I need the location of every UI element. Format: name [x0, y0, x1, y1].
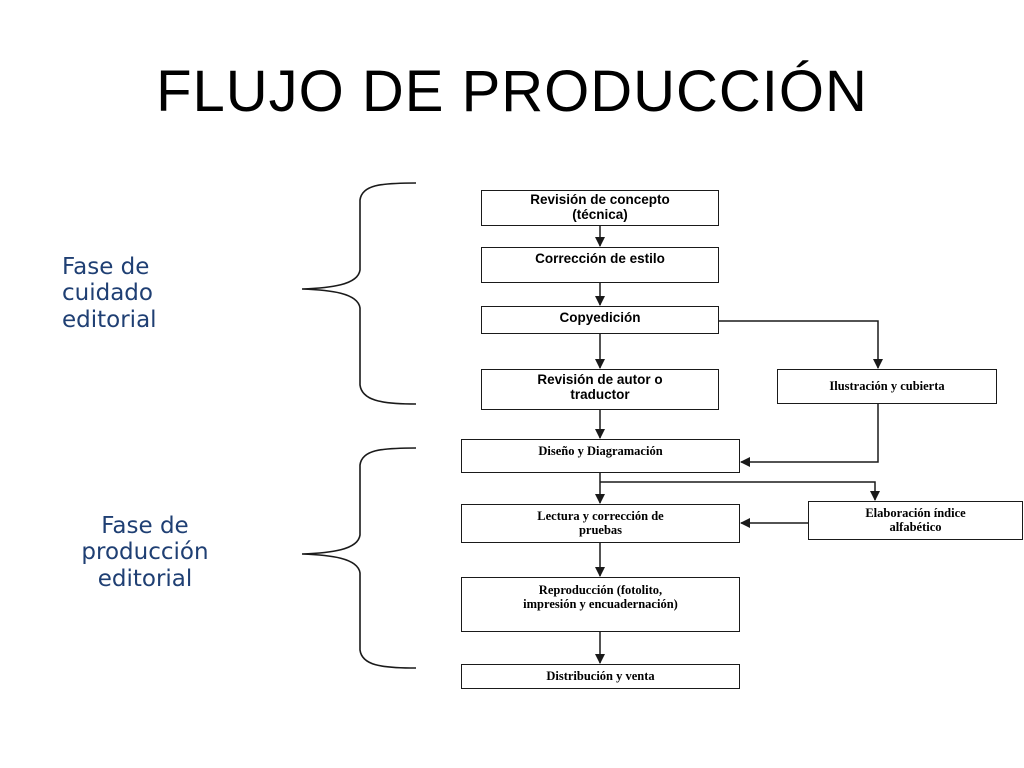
- phase-label-line: editorial: [62, 306, 157, 333]
- step-reproduccion: Reproducción (fotolito, impresión y encu…: [461, 577, 740, 632]
- phase-label-line: cuidado: [62, 280, 153, 307]
- step-lectura-correccion: Lectura y corrección de pruebas: [461, 504, 740, 543]
- step-text-line: pruebas: [578, 522, 623, 537]
- step-text-line: Elaboración índice: [865, 505, 966, 520]
- step-text-line: Distribución y venta: [546, 668, 655, 683]
- step-text-line: Diseño y Diagramación: [538, 444, 663, 458]
- brace-editorial-care: [301, 182, 417, 405]
- step-diseno-diagramacion: Diseño y Diagramación: [461, 439, 740, 473]
- step-ilustracion-cubierta: Ilustración y cubierta: [777, 369, 997, 404]
- arrow-copyedicion-ilustracion: [719, 320, 883, 369]
- step-text-line: Copyedición: [559, 310, 641, 325]
- step-text-line: Ilustración y cubierta: [829, 378, 945, 393]
- phase-label-editorial-care: Fase de cuidado editorial: [62, 254, 157, 333]
- step-correccion-estilo: Corrección de estilo: [481, 247, 719, 283]
- step-text-line: traductor: [570, 386, 630, 402]
- phase-label-line: editorial: [97, 565, 193, 592]
- step-indice-alfabetico: Elaboración índice alfabético: [808, 501, 1023, 540]
- step-text-line: Corrección de estilo: [535, 251, 665, 266]
- phase-label-line: Fase de: [101, 513, 189, 539]
- step-revision-concepto: Revisión de concepto (técnica): [481, 190, 719, 226]
- step-text-line: (técnica): [572, 207, 628, 222]
- step-text-line: alfabético: [889, 519, 942, 534]
- phase-label-line: producción: [81, 539, 209, 566]
- step-revision-autor: Revisión de autor o traductor: [481, 369, 719, 410]
- step-distribucion-venta: Distribución y venta: [461, 664, 740, 689]
- brace-editorial-production: [301, 447, 417, 669]
- slide-title: FLUJO DE PRODUCCIÓN: [156, 59, 868, 124]
- arrow-ilustracion-diseno: [740, 404, 879, 467]
- step-copyedicion: Copyedición: [481, 306, 719, 334]
- step-text-line: Revisión de autor o: [537, 372, 663, 387]
- arrow-diseno-indice: [600, 481, 880, 501]
- step-text-line: Lectura y corrección de: [537, 508, 664, 523]
- step-text-line: Revisión de concepto: [530, 192, 670, 208]
- step-text-line: Reproducción (fotolito,: [538, 583, 663, 597]
- phase-label-line: Fase de: [62, 254, 150, 280]
- step-text-line: impresión y encuadernación): [523, 596, 678, 611]
- phase-label-editorial-production: Fase de producción editorial: [50, 513, 240, 592]
